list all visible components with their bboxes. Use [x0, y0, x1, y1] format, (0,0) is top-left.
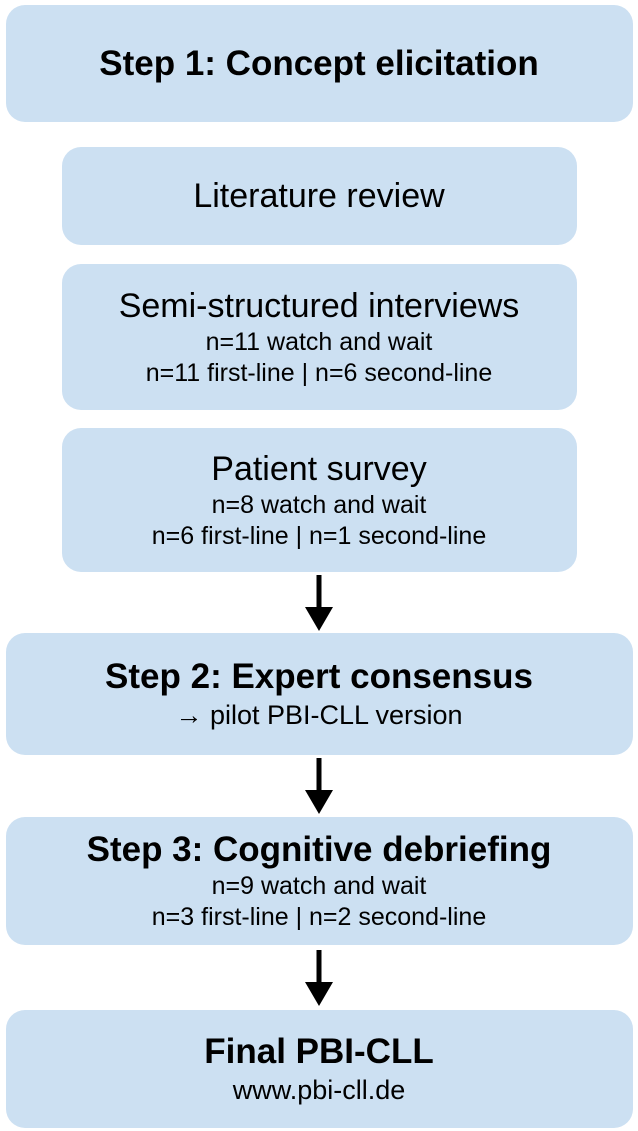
flow-box-step2-expert-consensus: Step 2: Expert consensus → pilot PBI-CLL…	[5, 633, 633, 755]
box-title: Final PBI-CLL	[204, 1032, 434, 1071]
box-detail-line: n=11 first-line | n=6 second-line	[145, 359, 493, 387]
flow-box-literature-review: Literature review	[61, 147, 577, 245]
box-detail-line: → pilot PBI-CLL version	[175, 700, 463, 730]
box-detail-line: n=11 watch and wait	[205, 328, 433, 356]
box-title: Literature review	[193, 177, 445, 215]
box-title: Step 1: Concept elicitation	[99, 43, 539, 83]
box-title: Semi-structured interviews	[118, 287, 520, 325]
down-arrow-icon	[303, 755, 335, 817]
flow-box-step3-cognitive-debriefing: Step 3: Cognitive debriefing n=9 watch a…	[5, 817, 633, 945]
box-detail-line: n=9 watch and wait	[211, 872, 427, 900]
down-arrow-icon	[303, 572, 335, 633]
box-title: Patient survey	[211, 450, 427, 488]
box-detail-line: www.pbi-cll.de	[232, 1075, 406, 1105]
flow-box-semi-structured-interviews: Semi-structured interviews n=11 watch an…	[61, 264, 577, 410]
box-title: Step 2: Expert consensus	[105, 657, 533, 696]
down-arrow-icon	[303, 945, 335, 1010]
flow-box-step1-concept-elicitation: Step 1: Concept elicitation	[5, 5, 633, 122]
box-detail-line: n=8 watch and wait	[211, 491, 427, 519]
box-detail-line: n=3 first-line | n=2 second-line	[151, 903, 487, 931]
box-title: Step 3: Cognitive debriefing	[86, 830, 552, 869]
box-detail-line: n=6 first-line | n=1 second-line	[151, 522, 487, 550]
flow-box-patient-survey: Patient survey n=8 watch and wait n=6 fi…	[61, 428, 577, 572]
flow-box-final-pbi-cll: Final PBI-CLL www.pbi-cll.de	[5, 1010, 633, 1128]
